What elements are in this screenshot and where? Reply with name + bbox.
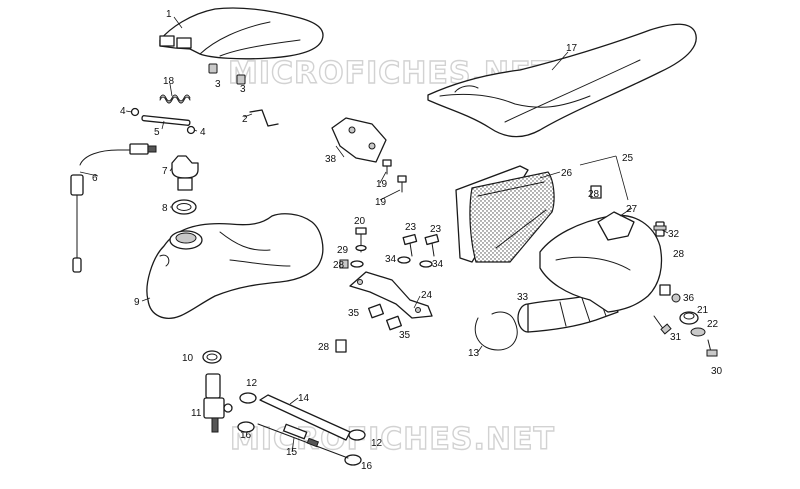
part-27-airbox	[539, 211, 663, 313]
part-30-bolt	[706, 339, 718, 357]
callout-14: 14	[298, 393, 310, 404]
part-14-fuel-hose	[259, 394, 351, 441]
callout-28: 28	[588, 189, 600, 200]
callout-23: 23	[430, 224, 442, 235]
callout-2: 2	[242, 114, 248, 125]
part-15-fuel-filter	[257, 423, 349, 459]
callout-28: 28	[333, 260, 345, 271]
callout-3: 3	[215, 79, 221, 90]
callout-16: 16	[361, 461, 373, 472]
part-20-29-bolts	[350, 227, 367, 268]
part-9-fuel-tank	[146, 213, 324, 319]
callout-1: 1	[166, 9, 172, 20]
callout-8: 8	[162, 203, 168, 214]
part-31-screw	[653, 315, 672, 335]
callout-23: 23	[405, 222, 417, 233]
callout-13: 13	[468, 348, 480, 359]
callout-16: 16	[240, 430, 252, 441]
part-2-bracket	[249, 109, 279, 127]
callout-38: 38	[325, 154, 337, 165]
part-12-16-clamps	[237, 392, 366, 466]
callout-labels: 1 2 3 3 4 4 5 6 7 8 9 10 11 12 12 13 14 …	[92, 9, 723, 472]
part-17-seat	[427, 23, 697, 138]
part-36-grommet	[671, 293, 681, 303]
part-8-seal-ring	[171, 199, 197, 215]
callout-30: 30	[711, 366, 723, 377]
callout-28: 28	[318, 342, 330, 353]
callout-5: 5	[154, 127, 160, 138]
callout-35: 35	[399, 330, 411, 341]
callout-22: 22	[707, 319, 719, 330]
part-21-cap	[679, 311, 699, 325]
part-1-rear-cover	[159, 7, 324, 60]
callout-18: 18	[163, 76, 175, 87]
part-3-clips	[208, 63, 246, 85]
callout-21: 21	[697, 305, 709, 316]
part-18-spring	[159, 94, 191, 104]
callout-10: 10	[182, 353, 194, 364]
part-5-pin	[130, 107, 196, 135]
part-23-screws	[402, 233, 440, 257]
part-32-bolt	[653, 221, 667, 237]
part-26-air-filter	[455, 165, 555, 263]
callout-17: 17	[566, 43, 578, 54]
callout-24: 24	[421, 290, 433, 301]
callout-34: 34	[385, 254, 397, 265]
callout-36: 36	[683, 293, 695, 304]
watermark-bottom: MICROFICHES.NET	[230, 422, 555, 457]
callout-26: 26	[561, 168, 573, 179]
callout-34: 34	[432, 259, 444, 270]
part-38-bracket	[331, 117, 387, 163]
callout-33: 33	[517, 292, 529, 303]
part-28-nuts	[335, 185, 671, 353]
part-34-washers	[397, 256, 433, 268]
callout-19: 19	[375, 197, 387, 208]
callout-12: 12	[371, 438, 383, 449]
leader-lines	[79, 16, 669, 453]
callout-27: 27	[626, 204, 638, 215]
callout-32: 32	[668, 229, 680, 240]
part-10-clamp	[202, 350, 222, 364]
callout-28: 28	[673, 249, 685, 260]
part-35-clips	[368, 303, 402, 331]
callout-29: 29	[337, 245, 349, 256]
callout-4: 4	[200, 127, 206, 138]
callout-7: 7	[162, 166, 168, 177]
callout-35: 35	[348, 308, 360, 319]
part-13-clamp-ring	[474, 311, 518, 351]
part-7-fuel-cap	[171, 155, 199, 191]
callout-31: 31	[670, 332, 682, 343]
part-24-bracket	[349, 271, 433, 319]
callout-6: 6	[92, 173, 98, 184]
callout-19: 19	[376, 179, 388, 190]
part-6-fuel-sensor	[70, 143, 157, 273]
part-11-fuel-tap	[203, 373, 233, 433]
callout-25: 25	[622, 153, 634, 164]
callout-15: 15	[286, 447, 298, 458]
part-19-screws	[382, 159, 407, 193]
callout-12: 12	[246, 378, 258, 389]
callout-20: 20	[354, 216, 366, 227]
callout-11: 11	[191, 408, 202, 419]
callout-9: 9	[134, 297, 140, 308]
callout-3: 3	[240, 84, 246, 95]
callout-4: 4	[120, 106, 126, 117]
part-22-nut	[690, 327, 706, 337]
